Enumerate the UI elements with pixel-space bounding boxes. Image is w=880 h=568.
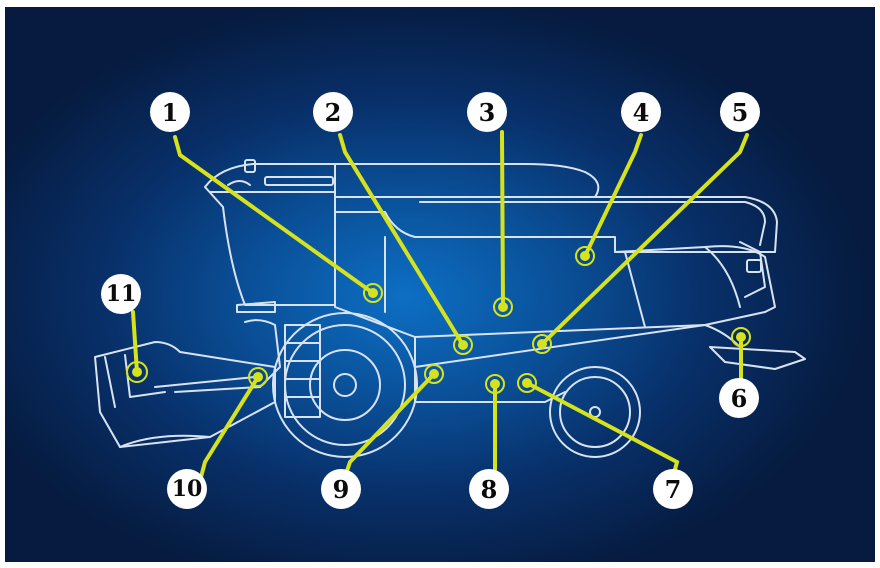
callout-8 — [486, 375, 504, 469]
marker-badge-1[interactable]: 1 — [150, 92, 190, 132]
marker-badge-8[interactable]: 8 — [469, 469, 509, 509]
marker-badge-6[interactable]: 6 — [719, 378, 759, 418]
marker-badge-2[interactable]: 2 — [313, 92, 353, 132]
diagram-frame: 1 2 3 4 5 6 7 8 9 10 11 — [5, 7, 875, 562]
marker-badge-4[interactable]: 4 — [621, 92, 661, 132]
marker-badge-10[interactable]: 10 — [167, 469, 207, 509]
callout-5 — [533, 135, 747, 353]
marker-badge-9[interactable]: 9 — [321, 469, 361, 509]
marker-badge-5[interactable]: 5 — [720, 92, 760, 132]
callout-2 — [340, 135, 472, 354]
marker-badge-3[interactable]: 3 — [467, 92, 507, 132]
callout-3 — [494, 132, 512, 316]
marker-badge-11[interactable]: 11 — [101, 274, 141, 314]
callout-4 — [576, 135, 641, 265]
callout-7 — [518, 374, 677, 477]
callout-10 — [201, 368, 267, 477]
callout-11 — [127, 312, 147, 382]
callout-9 — [345, 365, 443, 477]
marker-badge-7[interactable]: 7 — [653, 469, 693, 509]
